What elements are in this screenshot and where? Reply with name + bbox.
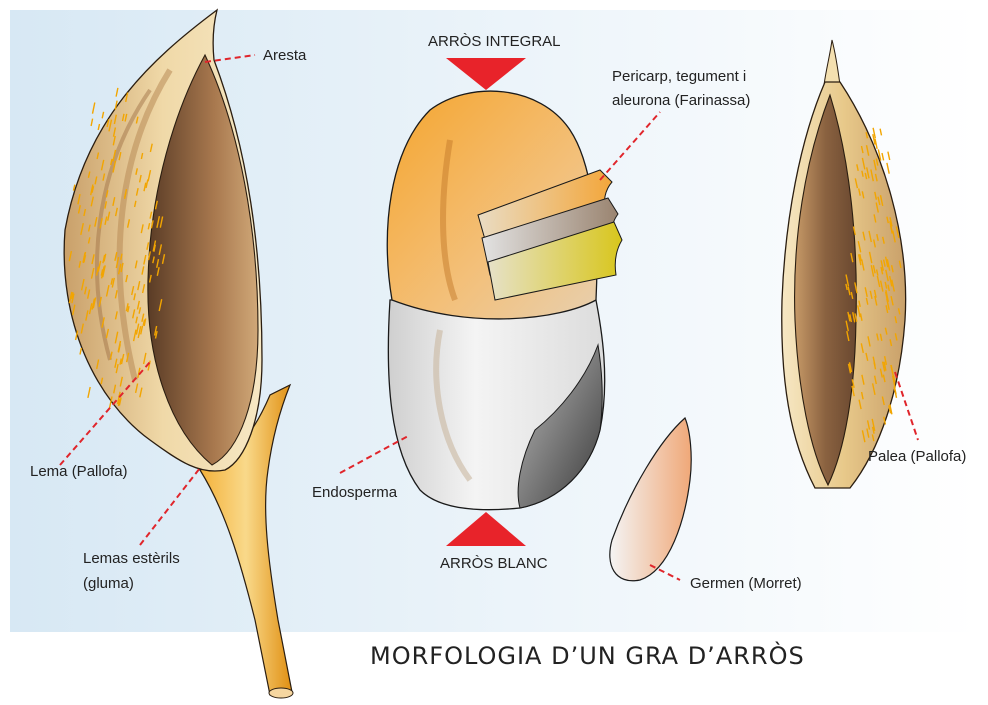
label-arros-blanc: ARRÒS BLANC — [440, 555, 548, 573]
stem-cut-end — [269, 688, 293, 698]
label-lemas-line1: Lemas estèrils — [83, 550, 180, 568]
label-palea: Palea (Pallofa) — [868, 448, 966, 466]
label-pericarp-line2: aleurona (Farinassa) — [612, 92, 750, 110]
label-endosperma: Endosperma — [312, 484, 397, 502]
label-aresta: Aresta — [263, 47, 306, 65]
label-pericarp-line1: Pericarp, tegument i — [612, 68, 746, 86]
label-arros-integral: ARRÒS INTEGRAL — [428, 33, 561, 51]
label-lema: Lema (Pallofa) — [30, 463, 128, 481]
label-lemas-line2: (gluma) — [83, 575, 134, 593]
diagram-title: MORFOLOGIA D’UN GRA D’ARRÒS — [370, 642, 805, 670]
label-germen: Germen (Morret) — [690, 575, 802, 593]
